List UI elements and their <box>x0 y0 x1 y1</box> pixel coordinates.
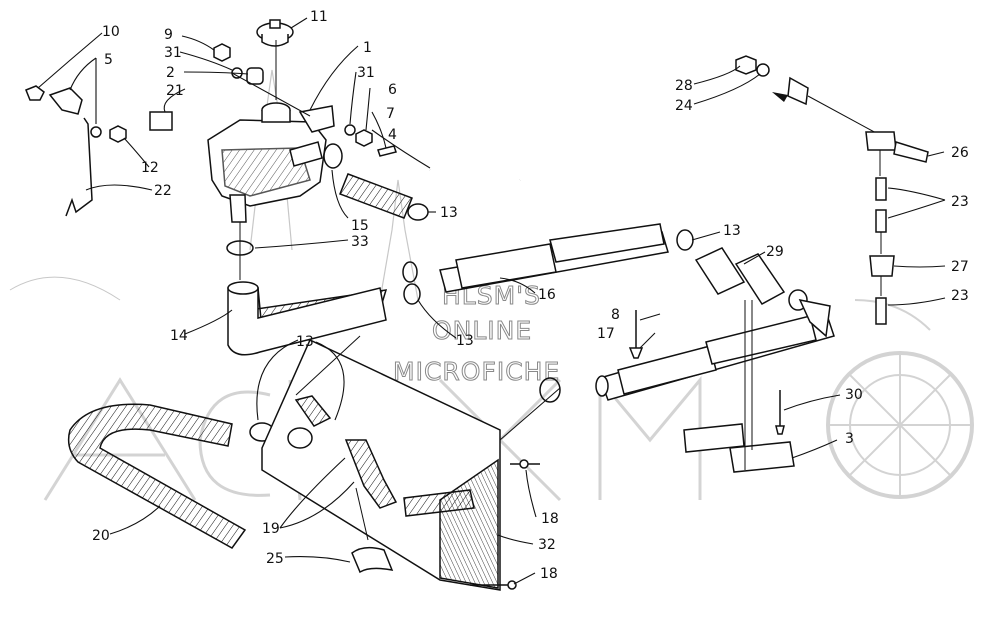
callout-10: 10 <box>102 24 120 40</box>
callout-23-a: 23 <box>951 194 969 210</box>
callout-3: 3 <box>845 431 854 447</box>
rivets <box>470 459 540 590</box>
screws <box>628 310 785 435</box>
callout-1: 1 <box>363 40 372 56</box>
callout-19: 19 <box>262 521 280 537</box>
callout-22: 22 <box>154 183 172 199</box>
callout-30: 30 <box>845 387 863 403</box>
vent-hose <box>429 168 521 190</box>
callout-27: 27 <box>951 259 969 275</box>
watermark-line-3: MICROFICHE <box>393 357 560 386</box>
radiator-hoses <box>287 395 475 517</box>
tank-bracket-and-rod <box>25 85 173 217</box>
short-hose <box>339 173 413 219</box>
callout-24: 24 <box>675 98 693 114</box>
callout-23-b: 23 <box>951 288 969 304</box>
callout-31-a: 31 <box>164 45 182 61</box>
callout-33: 33 <box>351 234 369 250</box>
callout-7: 7 <box>386 106 395 122</box>
callout-28: 28 <box>675 78 693 94</box>
callout-12: 12 <box>141 160 159 176</box>
callout-13-a: 13 <box>440 205 458 221</box>
connector-hoses <box>694 247 786 305</box>
callout-18-b: 18 <box>540 566 558 582</box>
upper-heat-exchanger <box>439 223 669 293</box>
valve-assembly <box>735 55 929 325</box>
callout-15: 15 <box>351 218 369 234</box>
callout-8: 8 <box>611 307 620 323</box>
callout-2: 2 <box>166 65 175 81</box>
callout-20: 20 <box>92 528 110 544</box>
callout-18-a: 18 <box>541 511 559 527</box>
support-bracket <box>683 300 795 473</box>
elbow-hose <box>227 281 388 356</box>
callout-labels: 1 2 3 4 5 6 7 8 9 10 11 12 13 13 13 13 1… <box>92 9 969 582</box>
leader-lines <box>37 17 946 585</box>
callout-21: 21 <box>166 83 184 99</box>
callout-26: 26 <box>951 145 969 161</box>
callout-32: 32 <box>538 537 556 553</box>
side-heat-exchanger <box>595 298 835 401</box>
callout-9: 9 <box>164 27 173 43</box>
large-hose <box>67 403 247 549</box>
reservoir-cap <box>256 19 294 47</box>
coolant-reservoir-tank <box>207 102 335 223</box>
mounting-hardware <box>213 43 397 157</box>
callout-13-b: 13 <box>723 223 741 239</box>
callout-31-b: 31 <box>357 65 375 81</box>
callout-13-c: 13 <box>456 333 474 349</box>
callout-5: 5 <box>104 52 113 68</box>
callout-17: 17 <box>597 326 615 342</box>
retaining-clip <box>351 546 394 574</box>
callout-29: 29 <box>766 244 784 260</box>
callout-25: 25 <box>266 551 284 567</box>
callout-6: 6 <box>388 82 397 98</box>
callout-4: 4 <box>388 127 397 143</box>
callout-14: 14 <box>170 328 188 344</box>
watermark-line-2: ONLINE <box>432 316 532 345</box>
callout-11: 11 <box>310 9 328 25</box>
assembly-lines <box>231 40 561 541</box>
callout-13-d: 13 <box>296 334 314 350</box>
callout-16: 16 <box>538 287 556 303</box>
